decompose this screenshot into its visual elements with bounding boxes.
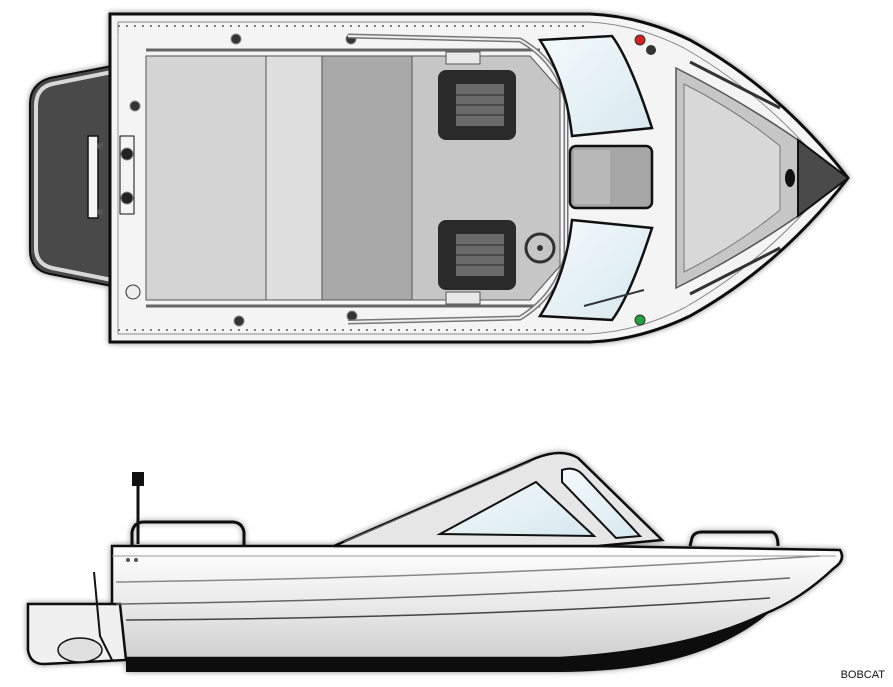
rear-deck [145,55,267,301]
cleat-icon [97,143,103,149]
steering-wheel-icon [524,232,556,264]
transom-platform [29,64,113,288]
side-view-details [57,461,836,663]
anchor-hatch-icon [785,169,795,187]
bow-tip [797,137,850,219]
nav-light-green-icon [634,314,646,326]
port-windshield-glass [537,34,654,138]
hull-side [110,544,844,660]
steering-hub [537,245,543,251]
bow-deck-inner [683,83,781,273]
side-window-front [561,467,643,540]
antenna-light-icon [132,472,144,486]
rod-holder-icon [129,100,141,112]
cabin-frame-line [343,461,531,543]
cleat-icon [97,209,103,215]
cleat-icon [233,315,245,327]
center-windshield-highlight [574,150,610,204]
chine-line-middle [115,577,791,605]
fuel-cap-icon [125,284,141,300]
vent-icon [134,558,138,562]
chine-line-upper [115,555,821,583]
bow-rail-side [688,530,780,547]
nav-light-red-icon [634,34,646,46]
helm-seat-base [445,291,481,305]
wiper-arm [583,289,645,307]
cleat-icon [230,33,242,45]
bow-rail-port [689,60,781,110]
motor-bracket [93,571,113,661]
mid-deck [265,55,323,301]
port-seat-base [445,51,481,65]
transom-platform-rim [34,70,113,282]
ladder-bracket [87,135,99,219]
horn-icon [646,45,656,55]
cockpit-floor [321,55,413,301]
vent-icon [126,558,130,562]
side-window-rear [436,480,597,538]
drain-plug-icon [120,147,134,161]
bow-rail-starboard [689,246,781,296]
top-view-details [87,25,850,331]
brand-caption: BOBCAT [840,669,885,681]
stern-rail [130,520,246,546]
drain-plug-icon [120,191,134,205]
chine-line-lower [125,597,771,621]
motor-cowling [57,637,103,663]
